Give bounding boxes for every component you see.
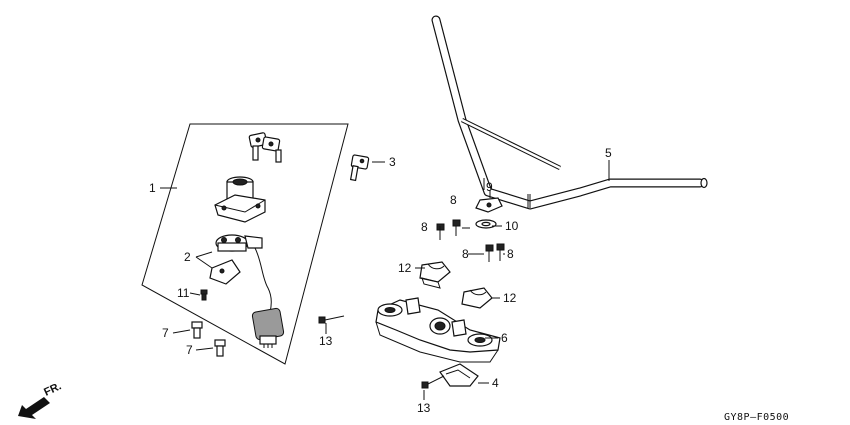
callout-1: 1 bbox=[149, 181, 156, 195]
callout-10: 10 bbox=[505, 219, 519, 233]
bolt-13-center bbox=[318, 315, 345, 324]
ignition-keys bbox=[248, 132, 282, 163]
callout-8-top: 8 bbox=[450, 193, 457, 207]
callout-8-lower-left: 8 bbox=[462, 247, 469, 261]
bolt-7-lower bbox=[214, 339, 226, 357]
washer bbox=[475, 219, 497, 229]
direction-label: FR. bbox=[42, 380, 63, 398]
callout-3: 3 bbox=[389, 155, 396, 169]
diagram-code: GY8P–F0500 bbox=[724, 412, 789, 423]
bolt-set-lower bbox=[485, 243, 505, 262]
ignition-switch-assembly bbox=[141, 123, 349, 365]
callout-12-left: 12 bbox=[398, 261, 412, 275]
callout-2: 2 bbox=[184, 250, 191, 264]
top-bridge bbox=[375, 297, 501, 363]
spare-key bbox=[349, 154, 370, 182]
callout-11: 11 bbox=[177, 286, 190, 300]
assembly-outline bbox=[141, 123, 349, 365]
wire-clamp bbox=[439, 363, 479, 387]
callout-4: 4 bbox=[492, 376, 499, 390]
callout-12-right: 12 bbox=[503, 291, 517, 305]
screw-11 bbox=[200, 289, 208, 301]
callout-5: 5 bbox=[605, 146, 612, 160]
callout-8-left: 8 bbox=[421, 220, 428, 234]
leader-lines bbox=[160, 160, 610, 400]
handlebar-holder-cap bbox=[475, 197, 503, 213]
callout-7-lower: 7 bbox=[186, 343, 193, 357]
callout-6: 6 bbox=[501, 331, 508, 345]
handlebar-holder-left bbox=[419, 261, 451, 289]
callout-13-center: 13 bbox=[319, 334, 333, 348]
wire-connector bbox=[251, 307, 285, 348]
contact-base bbox=[209, 234, 263, 285]
callout-9: 9 bbox=[486, 180, 493, 194]
callout-8-lower-right: 8 bbox=[507, 247, 514, 261]
handlebar bbox=[431, 15, 708, 210]
front-arrow-icon: FR. bbox=[18, 380, 63, 419]
bolt-13-lower bbox=[421, 375, 445, 389]
handlebar-holder-right bbox=[461, 287, 493, 309]
ignition-switch-body bbox=[214, 176, 266, 223]
callout-7-upper: 7 bbox=[162, 326, 169, 340]
bolt-7-upper bbox=[191, 321, 203, 339]
callout-13-lower: 13 bbox=[417, 401, 431, 415]
switch-wire bbox=[254, 247, 272, 313]
